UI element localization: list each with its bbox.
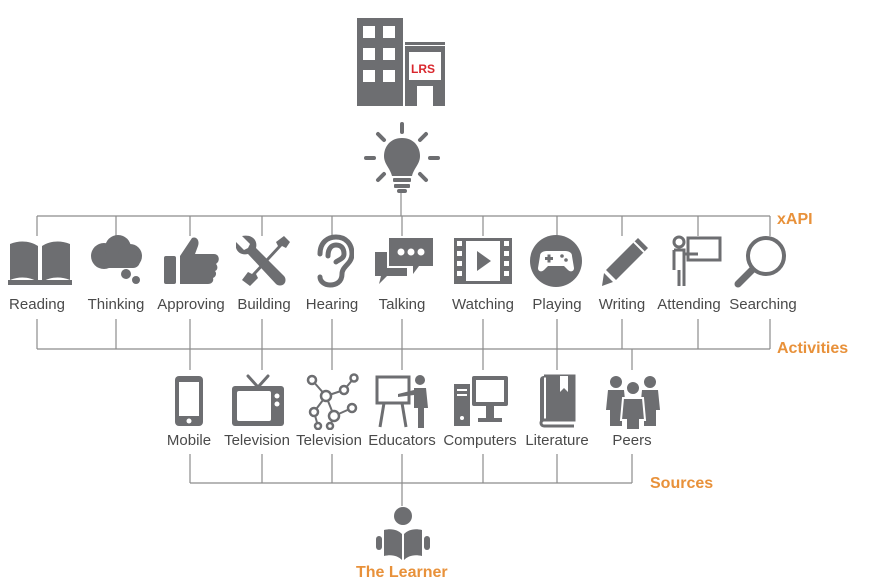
activity-label-searching: Searching xyxy=(729,296,797,313)
activity-label-playing: Playing xyxy=(532,296,582,313)
gamepad-icon xyxy=(530,235,582,287)
presenter-icon xyxy=(672,235,722,286)
book-icon xyxy=(8,241,72,285)
building-icon xyxy=(357,18,445,106)
pencil-icon xyxy=(602,238,648,286)
activity-label-talking: Talking xyxy=(378,296,426,313)
source-label-mobile: Mobile xyxy=(166,432,212,449)
reading-person-icon xyxy=(376,507,430,560)
source-label-educators: Educators xyxy=(368,432,436,449)
activity-label-watching: Watching xyxy=(452,296,514,313)
book-closed-icon xyxy=(539,374,576,428)
video-film-icon xyxy=(454,238,512,284)
source-label-computers: Computers xyxy=(443,432,517,449)
people-group-icon xyxy=(606,376,660,430)
mobile-phone-icon xyxy=(175,376,203,426)
learner-tag: The Learner xyxy=(356,564,448,581)
source-label-peers: Peers xyxy=(612,432,652,449)
thought-cloud-icon xyxy=(91,235,142,284)
activity-label-reading: Reading xyxy=(9,296,65,313)
sources-tag: Sources xyxy=(650,475,714,492)
activities-tag: Activities xyxy=(777,340,849,357)
desktop-computer-icon xyxy=(454,376,508,426)
television-icon xyxy=(232,374,284,426)
tools-icon xyxy=(236,235,290,286)
xapi-tag: xAPI xyxy=(777,211,813,228)
lrs-label: LRS xyxy=(411,62,435,76)
activity-label-approving: Approving xyxy=(157,296,225,313)
magnifier-icon xyxy=(734,236,786,288)
activity-label-attending: Attending xyxy=(657,296,721,313)
ear-icon xyxy=(317,234,354,288)
thumbs-up-icon xyxy=(164,237,219,284)
activity-label-hearing: Hearing xyxy=(305,296,359,313)
source-label-literature: Literature xyxy=(525,432,589,449)
activity-label-writing: Writing xyxy=(598,296,646,313)
educator-board-icon xyxy=(375,375,428,428)
network-graph-icon xyxy=(306,373,359,430)
activity-label-thinking: Thinking xyxy=(87,296,145,313)
source-label-television-network: Television xyxy=(296,432,362,449)
chat-bubbles-icon xyxy=(375,238,433,284)
activity-label-building: Building xyxy=(237,296,291,313)
source-label-television: Television xyxy=(224,432,290,449)
lightbulb-icon xyxy=(364,122,440,193)
